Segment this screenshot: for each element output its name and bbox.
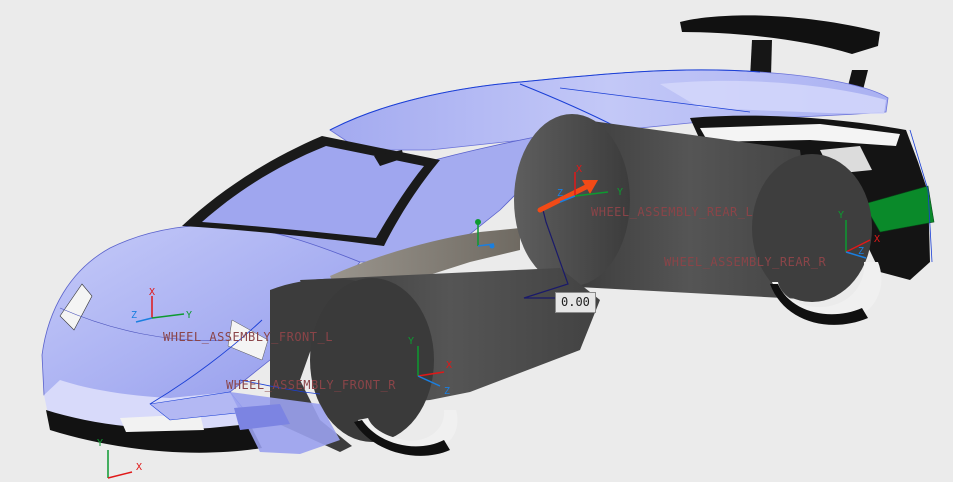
axis-y-letter: Y	[617, 187, 623, 198]
car-body[interactable]	[41, 69, 935, 453]
csys-sill-icon[interactable]	[475, 219, 495, 249]
csys-rear-right-icon[interactable]: Y X Z	[838, 210, 880, 259]
axis-z-letter: Z	[557, 188, 563, 199]
axis-y-letter: Y	[97, 438, 103, 449]
front-bumper[interactable]	[230, 392, 340, 454]
csys-front-left-icon[interactable]: X Y Z	[131, 287, 192, 323]
csys-rear-left-icon[interactable]: X Y Z	[557, 164, 623, 203]
dimension-leader	[523, 209, 569, 299]
axis-x-letter: X	[149, 287, 155, 298]
rear-wheel-cylinder[interactable]	[514, 114, 882, 325]
axis-z-letter: Z	[444, 386, 450, 397]
axis-x-letter: X	[136, 462, 142, 473]
front-wheel-cylinder[interactable]	[239, 268, 600, 456]
dimension-value-box[interactable]: 0.00	[555, 292, 596, 313]
axis-z-letter: Z	[131, 310, 137, 321]
axis-y-letter: Y	[186, 310, 192, 321]
axis-x-letter: X	[576, 164, 582, 175]
axis-x-letter: X	[874, 234, 880, 245]
axis-y-letter: Y	[408, 336, 414, 347]
csys-front-right-icon[interactable]: Y X Z	[408, 336, 452, 397]
axis-y-letter: Y	[838, 210, 844, 221]
drag-handle-arrow[interactable]	[537, 180, 598, 213]
axis-x-letter: X	[446, 360, 452, 371]
world-csys-icon[interactable]: Y X	[97, 438, 142, 479]
axis-z-letter: Z	[858, 246, 864, 257]
